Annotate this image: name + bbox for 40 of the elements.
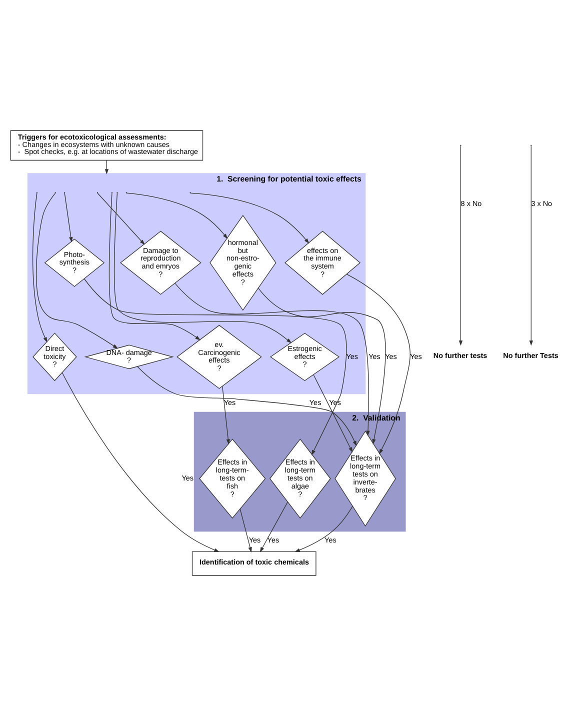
arrow bbox=[240, 508, 252, 552]
node-diamond: ev. Carcinogenic effects ? bbox=[176, 324, 262, 388]
node-box: Identification of toxic chemicals bbox=[192, 550, 316, 576]
arrow bbox=[529, 145, 533, 346]
node-diamond: hormonal but non-estro- genic effects ? bbox=[210, 214, 276, 310]
arrow bbox=[222, 386, 230, 444]
arrow bbox=[346, 273, 410, 454]
node-diamond: effects on the immune system ? bbox=[284, 230, 361, 294]
arrow bbox=[32, 192, 48, 342]
node-diamond: Effects in long-term tests on algae ? bbox=[269, 438, 331, 518]
edge-label: Yes bbox=[410, 351, 422, 360]
edge-label: Yes bbox=[309, 397, 322, 406]
node-diamond: Damage to reproduction and emryos ? bbox=[120, 230, 202, 294]
arrow bbox=[458, 145, 463, 346]
edge-label: Yes bbox=[324, 534, 336, 544]
node-text: No further Tests bbox=[503, 350, 558, 360]
arrow bbox=[64, 192, 73, 242]
arrow bbox=[294, 506, 353, 552]
node-diamond: Direct toxicity ? bbox=[32, 332, 77, 381]
node-text: No further tests bbox=[433, 350, 488, 360]
arrow bbox=[137, 366, 357, 446]
edge-label: 3 x No bbox=[531, 198, 552, 208]
edge-label: Yes bbox=[182, 472, 194, 482]
arrow bbox=[260, 501, 288, 552]
edge-label: Yes bbox=[346, 351, 358, 360]
edge-label: Yes bbox=[224, 397, 236, 406]
arrow bbox=[62, 372, 220, 552]
edge-label: Yes bbox=[267, 534, 280, 544]
node-diamond: Photo- synthesis ? bbox=[44, 238, 105, 286]
arrow bbox=[313, 374, 353, 452]
arrow bbox=[258, 287, 386, 444]
node-diamond: Estrogenic effects ? bbox=[270, 332, 340, 380]
arrow bbox=[36, 192, 118, 348]
edge-label: Yes bbox=[248, 534, 261, 544]
edge-label: Yes bbox=[368, 351, 380, 360]
node-box: Triggers for ecotoxicological assessments: - Changes in ecosystems with unknown causes - Spot checks, e.g. at locations of wastewater discharge bbox=[10, 130, 204, 160]
arrow bbox=[174, 282, 370, 436]
edge-label: Yes bbox=[385, 351, 397, 360]
edge-label: 8 x No bbox=[460, 198, 482, 208]
arrow bbox=[190, 192, 310, 244]
